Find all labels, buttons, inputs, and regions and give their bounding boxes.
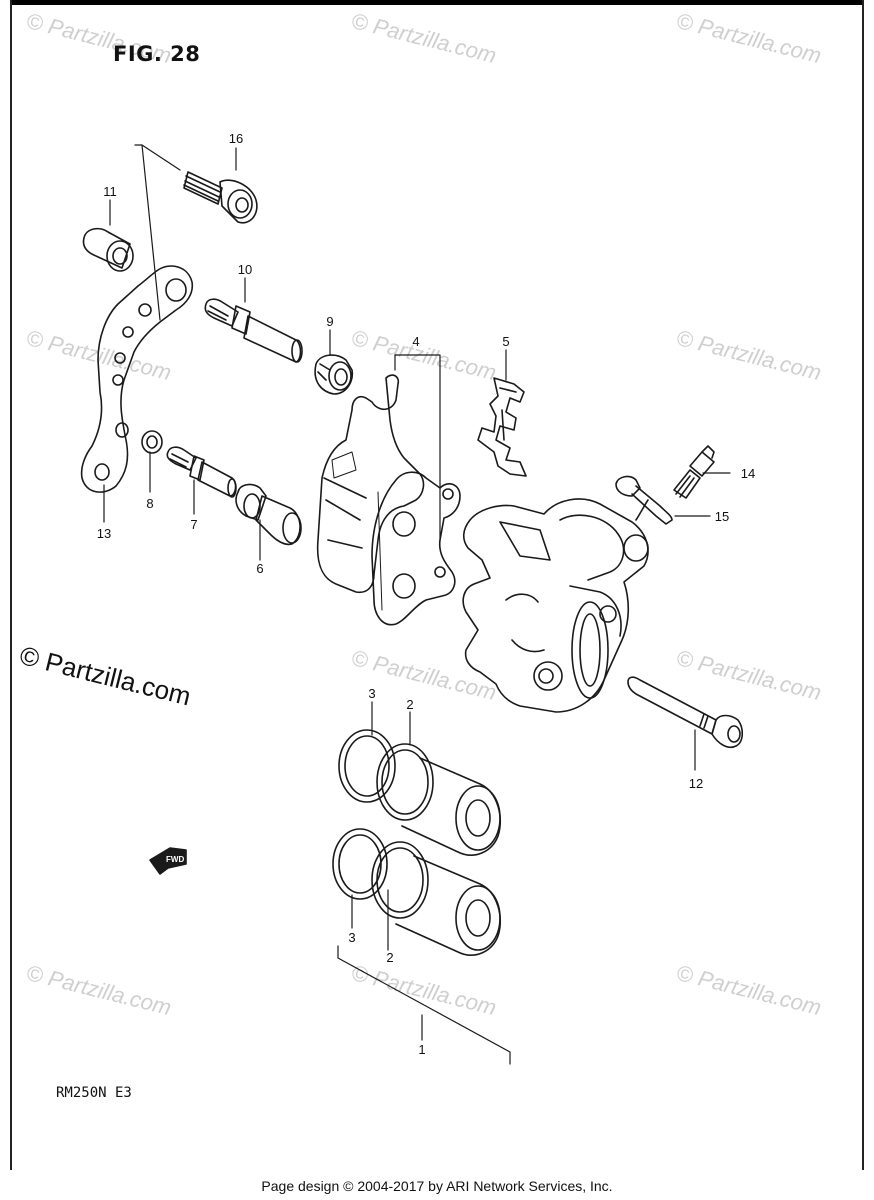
callout-4: 4 bbox=[412, 334, 419, 349]
callout-9: 9 bbox=[326, 314, 333, 329]
caliper-body bbox=[462, 498, 649, 713]
callout-12: 12 bbox=[689, 776, 703, 791]
right-border bbox=[862, 0, 864, 1170]
left-border bbox=[10, 0, 12, 1170]
bracket-13 bbox=[80, 265, 194, 493]
collar-11 bbox=[82, 227, 134, 272]
callout-7: 7 bbox=[190, 517, 197, 532]
fwd-label: FWD bbox=[166, 855, 184, 864]
callout-3-lower: 3 bbox=[348, 930, 355, 945]
callout-5: 5 bbox=[502, 334, 509, 349]
pin-bolt-10 bbox=[204, 298, 303, 363]
callout-3-upper: 3 bbox=[368, 686, 375, 701]
callout-8: 8 bbox=[146, 496, 153, 511]
figure-title: FIG. 28 bbox=[113, 42, 201, 66]
model-code: RM250N E3 bbox=[56, 1085, 132, 1101]
brake-pads-4 bbox=[316, 374, 461, 626]
bolt-16 bbox=[183, 171, 258, 224]
forward-arrow-icon: FWD bbox=[149, 847, 187, 875]
bleeder-cap-15 bbox=[615, 475, 673, 525]
callout-15: 15 bbox=[715, 509, 729, 524]
pin-7 bbox=[166, 446, 237, 498]
washer-8 bbox=[141, 430, 163, 454]
piston-set-lower bbox=[332, 828, 502, 956]
leader-lines bbox=[103, 144, 731, 1065]
callout-1: 1 bbox=[418, 1042, 425, 1057]
callout-16: 16 bbox=[229, 131, 243, 146]
page-footer: Page design © 2004-2017 by ARI Network S… bbox=[261, 1178, 613, 1194]
boot-9 bbox=[314, 354, 354, 395]
callout-2-lower: 2 bbox=[386, 950, 393, 965]
pad-spring-5 bbox=[477, 377, 527, 477]
callout-6: 6 bbox=[256, 561, 263, 576]
bleeder-valve-14 bbox=[673, 445, 715, 499]
callout-11: 11 bbox=[103, 184, 117, 199]
callout-13: 13 bbox=[97, 526, 111, 541]
pin-6 bbox=[235, 483, 302, 546]
callout-10: 10 bbox=[238, 262, 252, 277]
piston-set-upper bbox=[338, 729, 502, 856]
callout-14: 14 bbox=[741, 466, 755, 481]
slide-pin-12 bbox=[627, 676, 744, 749]
top-border bbox=[10, 0, 864, 5]
callout-2-upper: 2 bbox=[406, 697, 413, 712]
